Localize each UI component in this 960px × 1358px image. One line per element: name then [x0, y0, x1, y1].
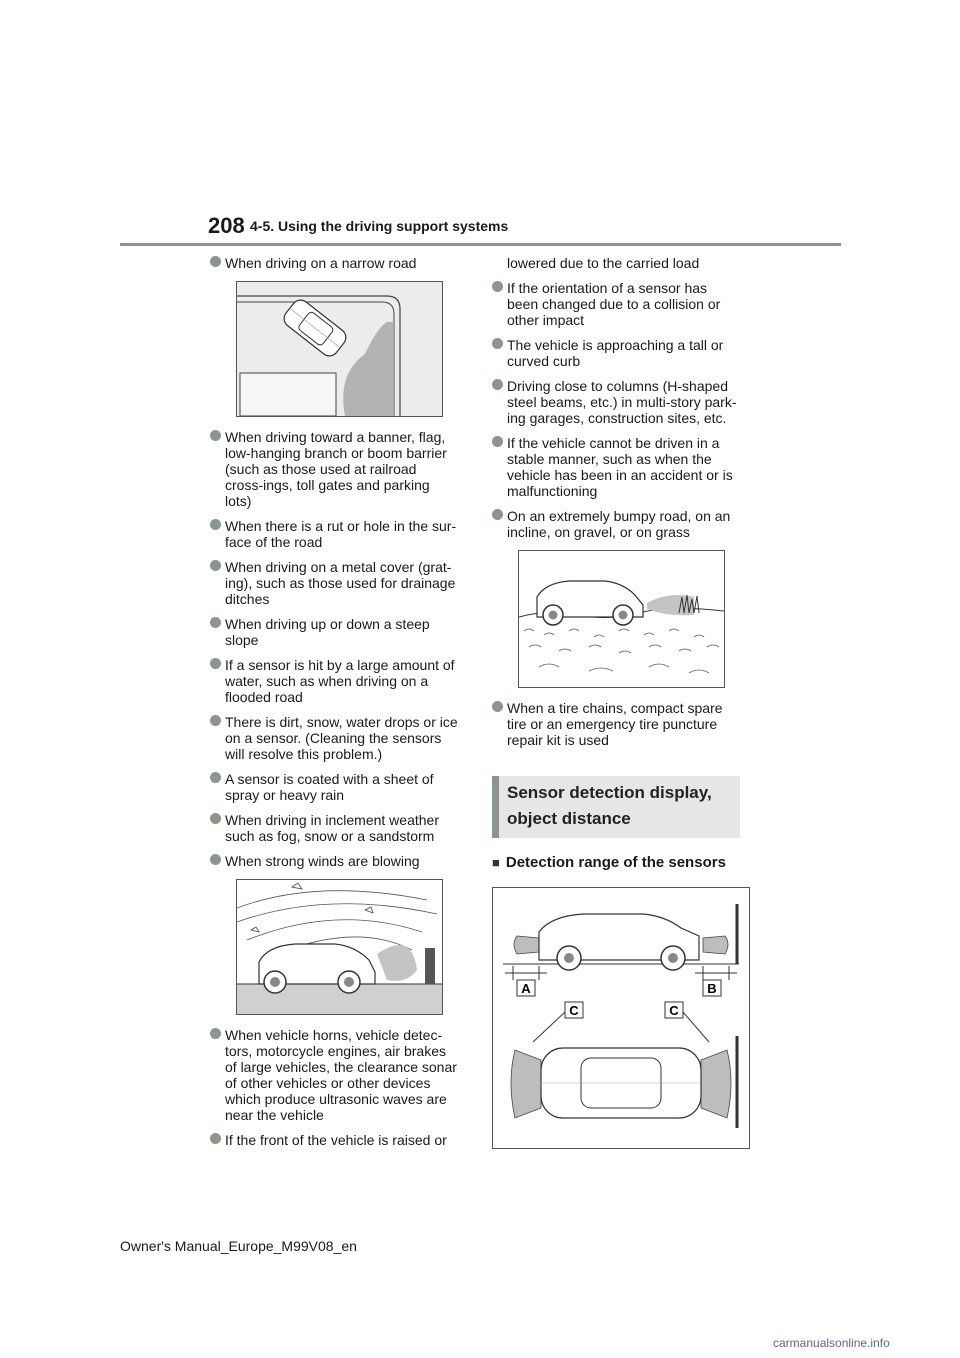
watermark: carmanualsonline.info	[773, 1336, 890, 1350]
bullet-dot-icon	[492, 338, 503, 349]
list-item: If the front of the vehicle is raised or	[210, 1132, 458, 1148]
list-item: If the orientation of a sensor has been …	[492, 280, 740, 328]
subheading: ■ Detection range of the sensors	[492, 854, 740, 871]
list-item: A sensor is coated with a sheet of spray…	[210, 771, 458, 803]
bullet-dot-icon	[492, 379, 503, 390]
bullet-dot-icon	[210, 715, 221, 726]
header-rule	[120, 243, 841, 246]
label-c-left: C	[569, 1003, 579, 1018]
left-column: When driving on a narrow road When drivi…	[210, 255, 458, 1157]
bullet-dot-icon	[492, 281, 503, 292]
bullet-dot-icon	[210, 560, 221, 571]
subheading-text: Detection range of the sensors	[505, 854, 726, 871]
bullet-dot-icon	[210, 519, 221, 530]
label-c-right: C	[669, 1003, 679, 1018]
bullet-dot-icon	[492, 436, 503, 447]
bullet-dot-icon	[210, 813, 221, 824]
sensor-range-diagram: A B C C	[492, 887, 750, 1149]
list-item: When driving up or down a steep slope	[210, 616, 458, 648]
list-item: There is dirt, snow, water drops or ice …	[210, 714, 458, 762]
sensor-range-svg: A B C C	[503, 904, 739, 1128]
bullet-dot-icon	[492, 701, 503, 712]
list-item: When strong winds are blowing	[210, 853, 458, 869]
list-item: When driving toward a banner, flag, low-…	[210, 429, 458, 509]
list-item: When driving in inclement weather such a…	[210, 812, 458, 844]
square-marker-icon: ■	[492, 855, 500, 870]
list-item: If a sensor is hit by a large amount of …	[210, 657, 458, 705]
narrow-road-illustration	[236, 281, 443, 417]
list-item: When driving on a metal cover (grat-ing)…	[210, 559, 458, 607]
bullet-dot-icon	[210, 430, 221, 441]
continued-text: lowered due to the carried load	[507, 255, 700, 271]
bullet-dot-icon	[210, 617, 221, 628]
right-column: lowered due to the carried load If the o…	[492, 255, 750, 1149]
bullet-dot-icon	[492, 509, 503, 520]
footer-text: Owner's Manual_Europe_M99V08_en	[120, 1238, 357, 1254]
list-item: The vehicle is approaching a tall or cur…	[492, 337, 740, 369]
page-number: 208	[208, 213, 245, 238]
list-item: When vehicle horns, vehicle detec-tors, …	[210, 1027, 458, 1123]
narrow-road-svg	[237, 282, 442, 416]
bumpy-road-illustration	[518, 550, 725, 688]
section-heading-line2: object distance	[507, 809, 631, 828]
strong-wind-illustration	[236, 879, 443, 1015]
list-item: Driving close to columns (H-shaped steel…	[492, 378, 740, 426]
section-heading: Sensor detection display, object distanc…	[492, 776, 740, 838]
bullet-dot-icon	[210, 256, 221, 267]
list-item: When a tire chains, compact spare tire o…	[492, 700, 740, 748]
list-item: When driving on a narrow road	[210, 255, 458, 271]
strong-wind-svg	[237, 882, 442, 1014]
list-item: When there is a rut or hole in the sur-f…	[210, 518, 458, 550]
bullet-dot-icon	[210, 772, 221, 783]
list-item: On an extremely bumpy road, on an inclin…	[492, 508, 740, 540]
bullet-dot-icon	[210, 854, 221, 865]
bullet-dot-icon	[210, 658, 221, 669]
bullet-dot-icon	[210, 1133, 221, 1144]
bullet-dot-icon	[210, 1028, 221, 1039]
section-title: 4-5. Using the driving support systems	[250, 218, 509, 234]
list-item: If the vehicle cannot be driven in a sta…	[492, 435, 740, 499]
bumpy-road-svg	[519, 580, 724, 674]
label-a: A	[521, 981, 531, 996]
label-b: B	[707, 981, 716, 996]
section-heading-line1: Sensor detection display,	[507, 783, 712, 802]
